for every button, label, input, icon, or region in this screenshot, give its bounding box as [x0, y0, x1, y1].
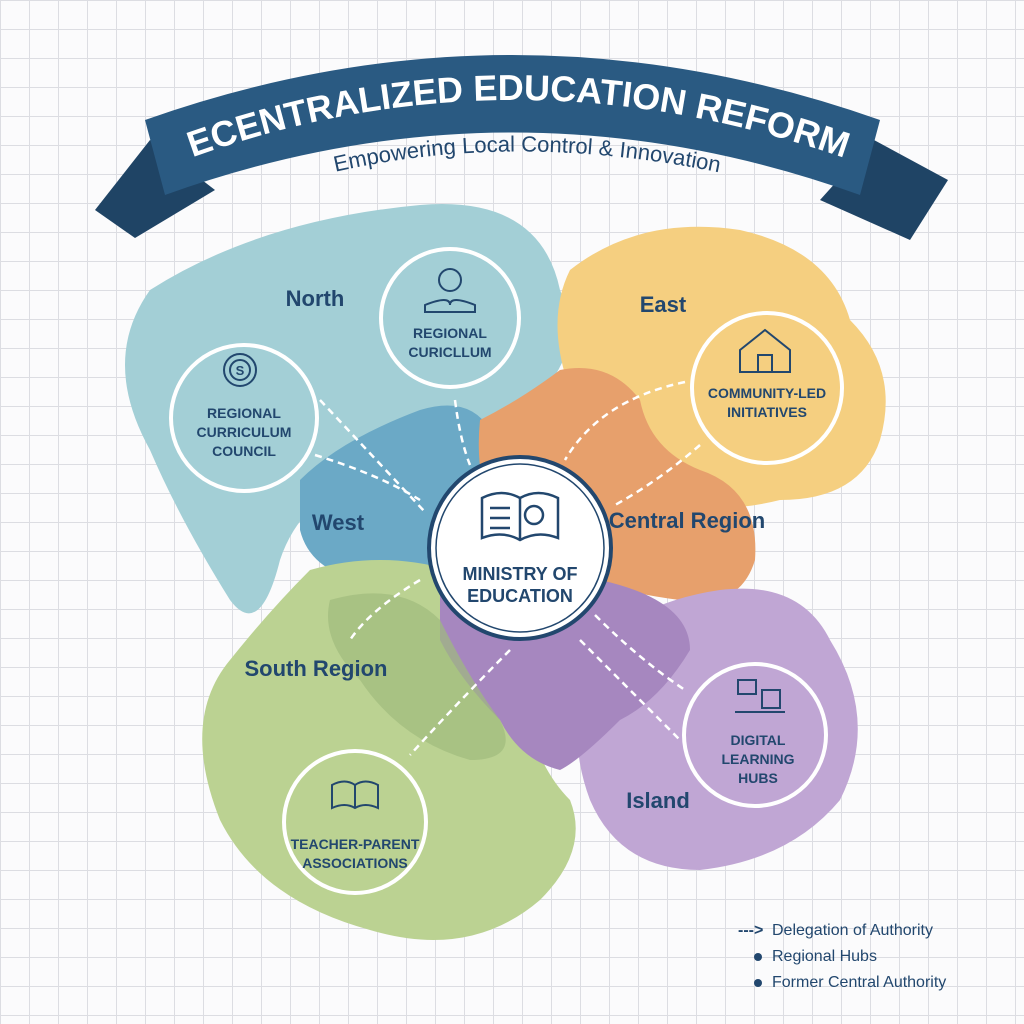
region-label-north: North	[286, 286, 345, 311]
arrow-digital	[594, 614, 686, 692]
school-building-icon	[739, 328, 791, 373]
legend-label: Regional Hubs	[772, 948, 877, 965]
hub-teacher-parent[interactable]: TEACHER-PARENT ASSOCIATIONS	[282, 749, 428, 895]
legend: ---> Delegation of Authority Regional Hub…	[738, 918, 946, 996]
dashed-arrow-icon: --->	[738, 922, 764, 939]
dot-icon	[754, 979, 762, 987]
region-label-south: South Region	[245, 656, 388, 681]
hub-regional-curriculum[interactable]: REGIONAL CURICLLUM	[379, 247, 521, 389]
hub-label: REGIONAL	[207, 405, 281, 421]
hub-label: REGIONAL	[413, 325, 487, 341]
hub-label: DIGITAL	[731, 732, 786, 748]
hub-label: INITIATIVES	[727, 404, 807, 420]
region-label-central: Central Region	[609, 508, 765, 533]
hub-label: COMMUNITY-LED	[708, 385, 826, 401]
computer-learner-icon	[735, 679, 785, 713]
legend-label: Former Central Authority	[772, 974, 947, 991]
arrow-south	[348, 578, 421, 641]
hub-label: COUNCIL	[212, 443, 276, 459]
hub-label: EDUCATION	[467, 586, 573, 606]
region-overlap	[328, 593, 506, 760]
hub-label: HUBS	[738, 770, 778, 786]
arrow-community	[563, 380, 686, 461]
coin-seal-icon: S	[223, 353, 257, 387]
arrow-council-2	[314, 453, 421, 502]
hub-digital[interactable]: DIGITAL LEARNING HUBS	[682, 662, 828, 808]
legend-item-delegation: ---> Delegation of Authority	[738, 918, 946, 944]
open-book-globe-icon	[480, 491, 560, 542]
region-label-west: West	[312, 510, 365, 535]
arrow-curriculum	[453, 399, 472, 466]
delegation-arrows	[314, 380, 701, 756]
hub-label: LEARNING	[721, 751, 794, 767]
hub-label: MINISTRY OF	[462, 564, 577, 584]
hub-label: CURRICULUM	[197, 424, 292, 440]
dot-icon	[754, 953, 762, 961]
title-banner: DECENTRALIZED EDUCATION REFORMS Empoweri…	[0, 0, 948, 240]
region-label-east: East	[640, 292, 687, 317]
arrow-digital-2	[579, 639, 681, 741]
hub-ministry-of-education[interactable]: MINISTRY OF EDUCATION	[427, 455, 613, 641]
legend-item-former-central: Former Central Authority	[738, 970, 946, 996]
reading-person-icon	[424, 268, 476, 313]
region-label-island: Island	[626, 788, 690, 813]
legend-item-hubs: Regional Hubs	[738, 944, 946, 970]
arrow-council	[319, 399, 426, 513]
hub-community[interactable]: COMMUNITY-LED INITIATIVES	[690, 311, 844, 465]
hub-label: CURICLLUM	[408, 344, 491, 360]
hub-label: TEACHER-PARENT	[291, 836, 420, 852]
hub-council[interactable]: S REGIONAL CURRICULUM COUNCIL	[169, 343, 319, 493]
arrow-central	[614, 444, 701, 507]
legend-label: Delegation of Authority	[772, 922, 933, 939]
svg-text:S: S	[236, 363, 245, 378]
arrow-teacher	[409, 649, 511, 756]
open-book-icon	[331, 780, 379, 810]
hub-label: ASSOCIATIONS	[302, 855, 408, 871]
